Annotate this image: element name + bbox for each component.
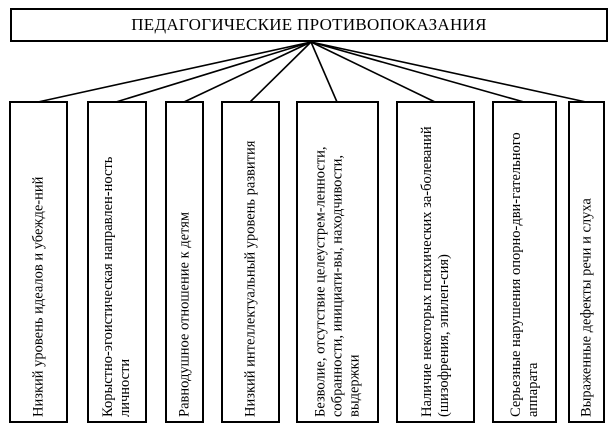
- connector-line: [310, 41, 436, 103]
- contraindication-text: Серьезные нарушения опорно-дви-гательног…: [507, 132, 541, 417]
- contraindication-text: Наличие некоторых психических за-болеван…: [418, 126, 452, 417]
- contraindication-box: Выраженные дефекты речи и слуха: [568, 101, 605, 423]
- contraindication-text: Выраженные дефекты речи и слуха: [578, 198, 594, 417]
- contraindication-text: Безволие, отсутствие целеустрем-ленности…: [312, 146, 362, 417]
- connector-line: [115, 41, 312, 103]
- connector-line: [249, 41, 312, 103]
- connector-line: [183, 41, 312, 103]
- contraindication-text: Равнодушное отношение к детям: [176, 211, 192, 417]
- contraindication-box: Низкий уровень идеалов и убежде-ний: [9, 101, 68, 423]
- contraindication-text: Корыстно-эгоистическая направлен-ность л…: [100, 156, 133, 417]
- diagram-title: ПЕДАГОГИЧЕСКИЕ ПРОТИВОПОКАЗАНИЯ: [10, 8, 608, 42]
- contraindication-text: Низкий интеллектуальный уровень развития: [242, 140, 258, 417]
- contraindication-box: Низкий интеллектуальный уровень развития: [221, 101, 280, 423]
- contraindication-box: Корыстно-эгоистическая направлен-ность л…: [87, 101, 147, 423]
- contraindication-box: Наличие некоторых психических за-болеван…: [396, 101, 475, 423]
- title-text: ПЕДАГОГИЧЕСКИЕ ПРОТИВОПОКАЗАНИЯ: [131, 15, 487, 34]
- contraindication-box: Безволие, отсутствие целеустрем-ленности…: [296, 101, 379, 423]
- connector-line: [310, 41, 338, 103]
- connector-line: [310, 41, 587, 103]
- contraindication-box: Серьезные нарушения опорно-дви-гательног…: [492, 101, 557, 423]
- contraindication-box: Равнодушное отношение к детям: [165, 101, 204, 423]
- connector-line: [310, 41, 525, 103]
- connector-line: [37, 41, 312, 103]
- contraindication-text: Низкий уровень идеалов и убежде-ний: [30, 176, 46, 417]
